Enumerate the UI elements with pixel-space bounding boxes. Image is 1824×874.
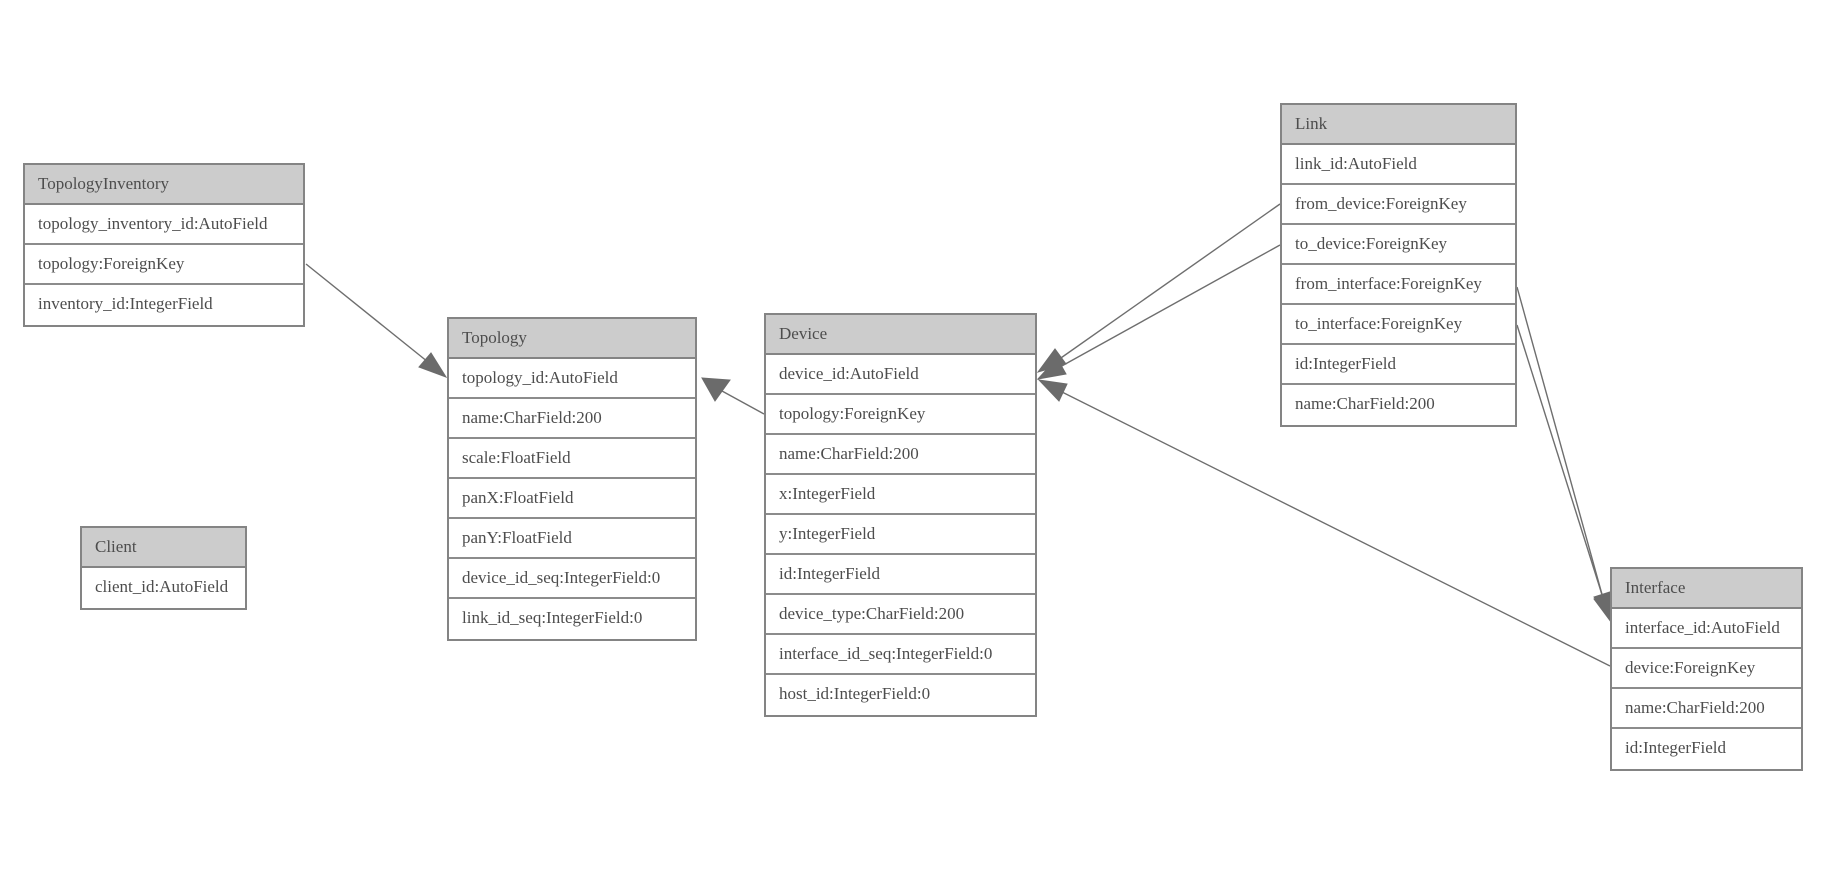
entity-title: TopologyInventory	[25, 165, 303, 205]
entity-client: Client client_id:AutoField	[80, 526, 247, 610]
entity-title: Client	[82, 528, 245, 568]
entity-title: Topology	[449, 319, 695, 359]
field-row: scale:FloatField	[449, 439, 695, 479]
field-row: from_device:ForeignKey	[1282, 185, 1515, 225]
field-row: device_id_seq:IntegerField:0	[449, 559, 695, 599]
edge-interface-device	[1037, 379, 1611, 667]
field-row: panX:FloatField	[449, 479, 695, 519]
field-row: panY:FloatField	[449, 519, 695, 559]
field-row: name:CharField:200	[1612, 689, 1801, 729]
field-row: interface_id_seq:IntegerField:0	[766, 635, 1035, 675]
field-row: name:CharField:200	[449, 399, 695, 439]
edge-link-frominterface-interface	[1516, 286, 1614, 622]
field-row: from_interface:ForeignKey	[1282, 265, 1515, 305]
edge-link-todevice-device	[1036, 244, 1281, 380]
field-row: device:ForeignKey	[1612, 649, 1801, 689]
field-row: name:CharField:200	[1282, 385, 1515, 425]
field-row: inventory_id:IntegerField	[25, 285, 303, 325]
field-row: id:IntegerField	[1282, 345, 1515, 385]
field-row: id:IntegerField	[766, 555, 1035, 595]
field-row: topology:ForeignKey	[25, 245, 303, 285]
field-row: client_id:AutoField	[82, 568, 245, 608]
entity-topology-inventory: TopologyInventory topology_inventory_id:…	[23, 163, 305, 327]
entity-title: Interface	[1612, 569, 1801, 609]
field-row: x:IntegerField	[766, 475, 1035, 515]
field-row: to_device:ForeignKey	[1282, 225, 1515, 265]
field-row: name:CharField:200	[766, 435, 1035, 475]
entity-fields: client_id:AutoField	[82, 568, 245, 608]
edge-device-topology	[701, 377, 765, 415]
edge-link-fromdevice-device	[1036, 203, 1281, 373]
field-row: device_type:CharField:200	[766, 595, 1035, 635]
field-row: id:IntegerField	[1612, 729, 1801, 769]
field-row: topology_id:AutoField	[449, 359, 695, 399]
field-row: link_id_seq:IntegerField:0	[449, 599, 695, 639]
field-row: interface_id:AutoField	[1612, 609, 1801, 649]
field-row: host_id:IntegerField:0	[766, 675, 1035, 715]
field-row: topology_inventory_id:AutoField	[25, 205, 303, 245]
field-row: device_id:AutoField	[766, 355, 1035, 395]
field-row: topology:ForeignKey	[766, 395, 1035, 435]
field-row: y:IntegerField	[766, 515, 1035, 555]
entity-title: Link	[1282, 105, 1515, 145]
edge-topologyinventory-topology	[305, 263, 448, 378]
field-row: to_interface:ForeignKey	[1282, 305, 1515, 345]
entity-title: Device	[766, 315, 1035, 355]
field-row: link_id:AutoField	[1282, 145, 1515, 185]
